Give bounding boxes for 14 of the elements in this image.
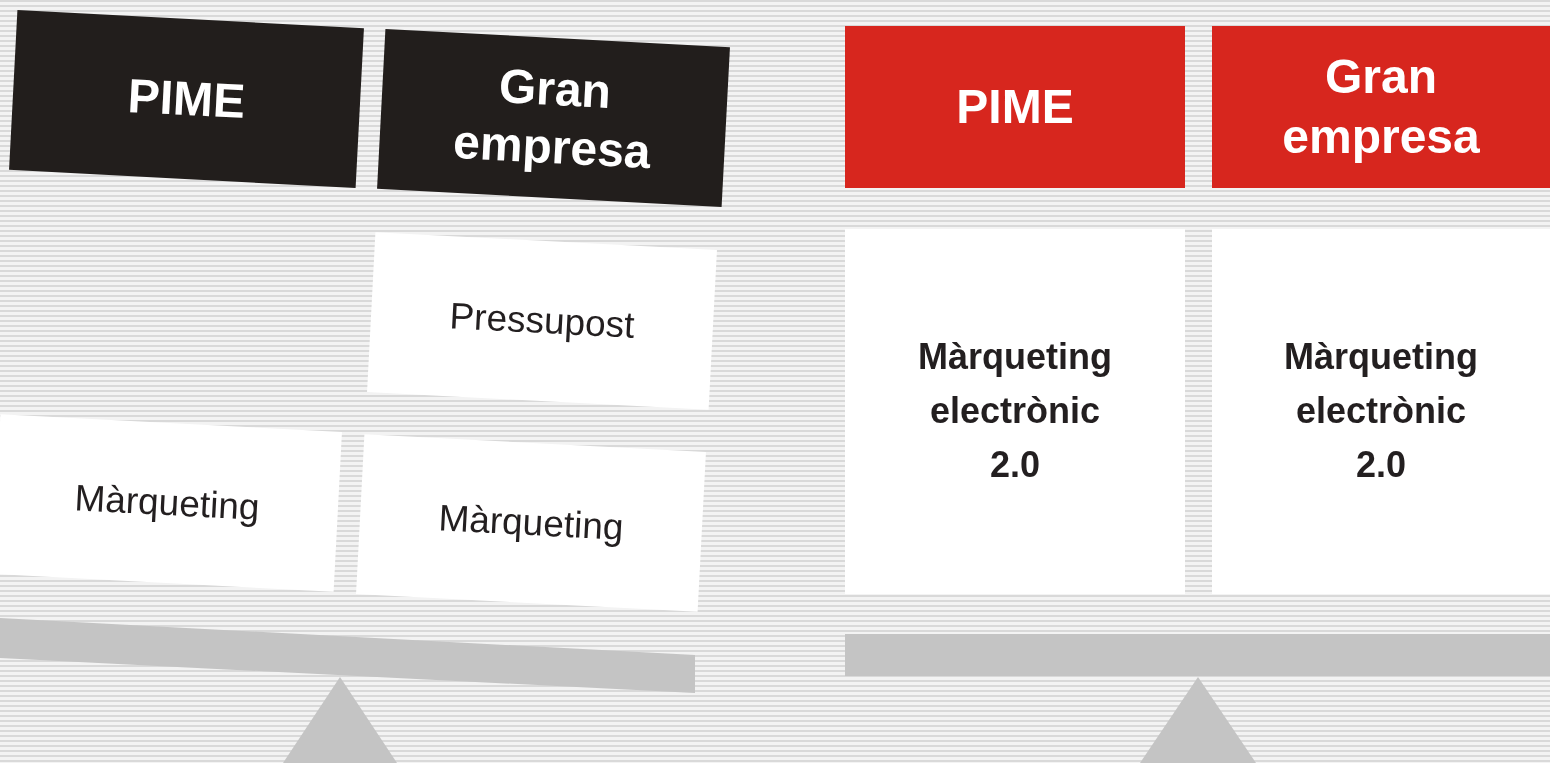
card-text: Màrqueting bbox=[73, 476, 261, 530]
card bbox=[1212, 228, 1550, 594]
header-text: Gran empresa bbox=[1281, 49, 1481, 165]
header-panel bbox=[845, 26, 1185, 188]
card-text: Màrqueting bbox=[437, 496, 625, 550]
card-text: Màrqueting electrònic 2.0 bbox=[917, 335, 1113, 487]
card-text: Màrqueting electrònic 2.0 bbox=[1283, 335, 1479, 487]
card bbox=[0, 414, 342, 592]
header-panel bbox=[1212, 26, 1550, 188]
header-text: Gran empresa bbox=[450, 58, 653, 181]
card bbox=[845, 228, 1185, 594]
header-text: PIME bbox=[956, 79, 1074, 135]
card-text: Pressupost bbox=[448, 294, 636, 348]
header-text: PIME bbox=[125, 68, 247, 131]
